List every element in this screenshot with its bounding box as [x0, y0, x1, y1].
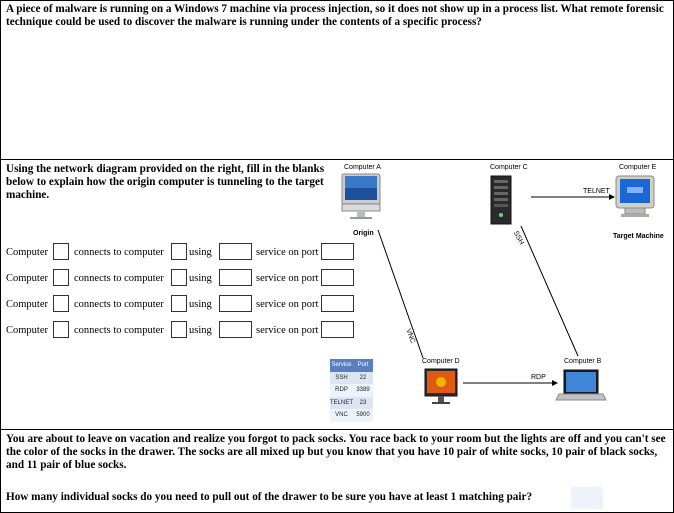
- port-blank[interactable]: [321, 243, 354, 260]
- table-header-service: Service: [330, 359, 354, 372]
- question-3-box: You are about to leave on vacation and r…: [0, 429, 674, 513]
- origin-computer-blank[interactable]: [53, 321, 69, 338]
- service-blank[interactable]: [219, 243, 252, 260]
- port-blank[interactable]: [321, 295, 354, 312]
- word-computer: Computer: [6, 247, 48, 258]
- word-service-on-port: service on port: [256, 325, 319, 336]
- destination-computer-blank[interactable]: [171, 243, 187, 260]
- word-connects: connects to computer: [74, 299, 164, 310]
- telnet-link-label: TELNET: [583, 188, 610, 195]
- word-service-on-port: service on port: [256, 273, 319, 284]
- rdp-link-label: RDP: [531, 374, 546, 381]
- word-using: using: [189, 273, 212, 284]
- question-1-box: A piece of malware is running on a Windo…: [0, 0, 674, 160]
- port-blank[interactable]: [321, 269, 354, 286]
- table-row: VNC 5900: [330, 409, 374, 422]
- word-service-on-port: service on port: [256, 247, 319, 258]
- service-port-table: Service Port SSH 22 RDP 3389 TELNET 23 V…: [330, 359, 374, 422]
- computer-e-icon: [615, 175, 655, 217]
- word-computer: Computer: [6, 325, 48, 336]
- table-header-port: Port: [353, 359, 374, 372]
- table-cell: VNC: [330, 409, 354, 422]
- service-blank[interactable]: [219, 269, 252, 286]
- question-3-question: How many individual socks do you need to…: [6, 491, 533, 503]
- arrow-to-b: [552, 380, 558, 386]
- word-connects: connects to computer: [74, 273, 164, 284]
- table-cell: RDP: [330, 384, 354, 397]
- origin-computer-blank[interactable]: [53, 295, 69, 312]
- network-diagram: [341, 173, 655, 404]
- origin-computer-blank[interactable]: [53, 243, 69, 260]
- table-cell: SSH: [330, 371, 354, 384]
- word-service-on-port: service on port: [256, 299, 319, 310]
- target-machine-label: Target Machine: [613, 233, 664, 240]
- table-cell: 3389: [353, 384, 374, 397]
- word-connects: connects to computer: [74, 247, 164, 258]
- origin-computer-blank[interactable]: [53, 269, 69, 286]
- computer-c-icon: [490, 175, 512, 225]
- service-blank[interactable]: [219, 321, 252, 338]
- table-cell: 23: [353, 396, 374, 409]
- socks-answer-input[interactable]: [571, 487, 603, 509]
- question-2-text: Using the network diagram provided on th…: [6, 163, 325, 201]
- computer-b-icon: [555, 369, 607, 401]
- computer-d-label: Computer D: [422, 358, 460, 365]
- computer-e-label: Computer E: [619, 164, 657, 171]
- table-row: RDP 3389: [330, 384, 374, 397]
- service-blank[interactable]: [219, 295, 252, 312]
- question-3-text: You are about to leave on vacation and r…: [6, 433, 666, 471]
- computer-c-label: Computer C: [490, 164, 528, 171]
- link-line-c-b: [520, 225, 579, 357]
- word-connects: connects to computer: [74, 325, 164, 336]
- word-using: using: [189, 325, 212, 336]
- destination-computer-blank[interactable]: [171, 321, 187, 338]
- table-cell: 22: [353, 371, 374, 384]
- link-line-a-d: [377, 229, 424, 359]
- origin-label: Origin: [353, 230, 374, 237]
- destination-computer-blank[interactable]: [171, 269, 187, 286]
- word-computer: Computer: [6, 299, 48, 310]
- question-1-text: A piece of malware is running on a Windo…: [6, 3, 664, 28]
- word-using: using: [189, 299, 212, 310]
- table-cell: TELNET: [330, 396, 354, 409]
- question-2-box: Using the network diagram provided on th…: [0, 159, 674, 430]
- computer-b-label: Computer B: [564, 358, 602, 365]
- port-blank[interactable]: [321, 321, 354, 338]
- computer-a-icon: [341, 173, 381, 219]
- destination-computer-blank[interactable]: [171, 295, 187, 312]
- word-using: using: [189, 247, 212, 258]
- computer-a-label: Computer A: [344, 164, 381, 171]
- arrow-to-e: [609, 194, 615, 200]
- table-cell: 5900: [353, 409, 374, 422]
- word-computer: Computer: [6, 273, 48, 284]
- computer-d-icon: [424, 368, 458, 404]
- table-row: SSH 22: [330, 371, 374, 384]
- table-row: TELNET 23: [330, 396, 374, 409]
